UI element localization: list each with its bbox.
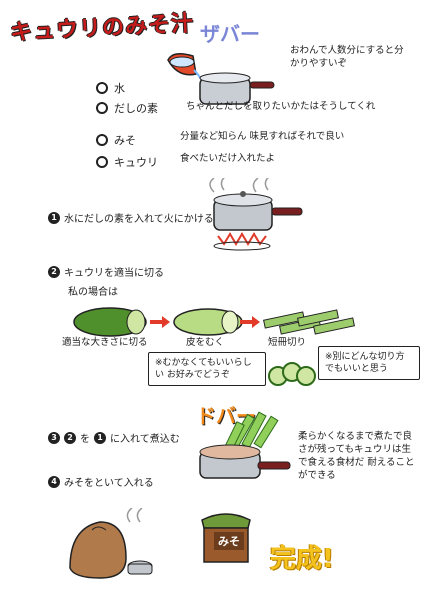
bullet-icon [96,82,108,94]
step-text: みそをといて入れる [64,478,154,489]
step-text: キュウリを適当に切る [64,268,164,279]
step-1: 1 水にだしの素を入れて火にかける [48,210,214,225]
character-eating-illustration [69,508,153,579]
done-label: 完成! [270,544,334,574]
water-note: おわんで人数分にすると分かりやすいぞ [290,45,404,69]
pot-with-cucumbers-illustration [199,411,291,479]
step-text: 水にだしの素を入れて火にかける [64,214,214,225]
pot-on-fire-illustration [209,178,303,251]
cut-label-2: 皮をむく [186,337,225,348]
step-text: を [80,434,90,445]
step-4: 4 みそをといて入れる [48,474,154,489]
ingredient-miso-note: 分量など知らん 味見すればそれで良い [180,131,345,142]
step-ref-number: 1 [94,431,106,444]
ingredient-name: だしの素 [114,102,158,115]
miso-jar-label: みそ [214,532,244,550]
peel-note: ※むかなくてもいいらしい お好みでどうぞ [148,352,266,386]
ingredient-name: 水 [114,82,125,95]
bullet-icon [96,102,108,114]
step-2: 2 キュウリを適当に切る [48,264,164,279]
splash-sound-top: ザバー [200,22,260,46]
step-ref-number: 2 [64,431,76,444]
ingredient-cucumber: キュウリ [96,154,158,170]
ingredient-cucumber-note: 食べたいだけ入れたよ [180,153,276,164]
cut-label-1: 適当な大きさに切る [62,337,148,348]
bullet-icon [96,156,108,168]
pot-pour-illustration [167,53,275,105]
ingredient-miso: みそ [96,132,136,148]
simmer-note: 柔らかくなるまで煮たで良さが残ってもキュウリは生で食える食材だ 耐えることができ… [298,431,415,481]
step-3: 3 2 を 1 に入れて煮込む [48,430,180,445]
page-title: キュウリのみそ汁 [9,11,195,46]
step-text: に入れて煮込む [110,434,180,445]
ingredient-name: みそ [114,134,136,147]
step-number: 1 [48,211,60,224]
step-number: 3 [48,431,60,444]
cut-label-3: 短冊切り [268,337,307,348]
ingredient-dashi-note: ちゃんとだしを取りたいかたはそうしてくれ [186,101,376,112]
cut-note: ※別にどんな切り方でもいいと思う [318,346,420,380]
my-case-label: 私の場合は [68,287,118,298]
ingredient-name: キュウリ [114,156,158,169]
ingredient-water: 水 [96,80,125,96]
step-number: 2 [48,265,60,278]
cucumber-cut-illustration [73,307,355,386]
step-number: 4 [48,475,60,488]
bullet-icon [96,134,108,146]
ingredient-dashi: だしの素 [96,100,158,116]
